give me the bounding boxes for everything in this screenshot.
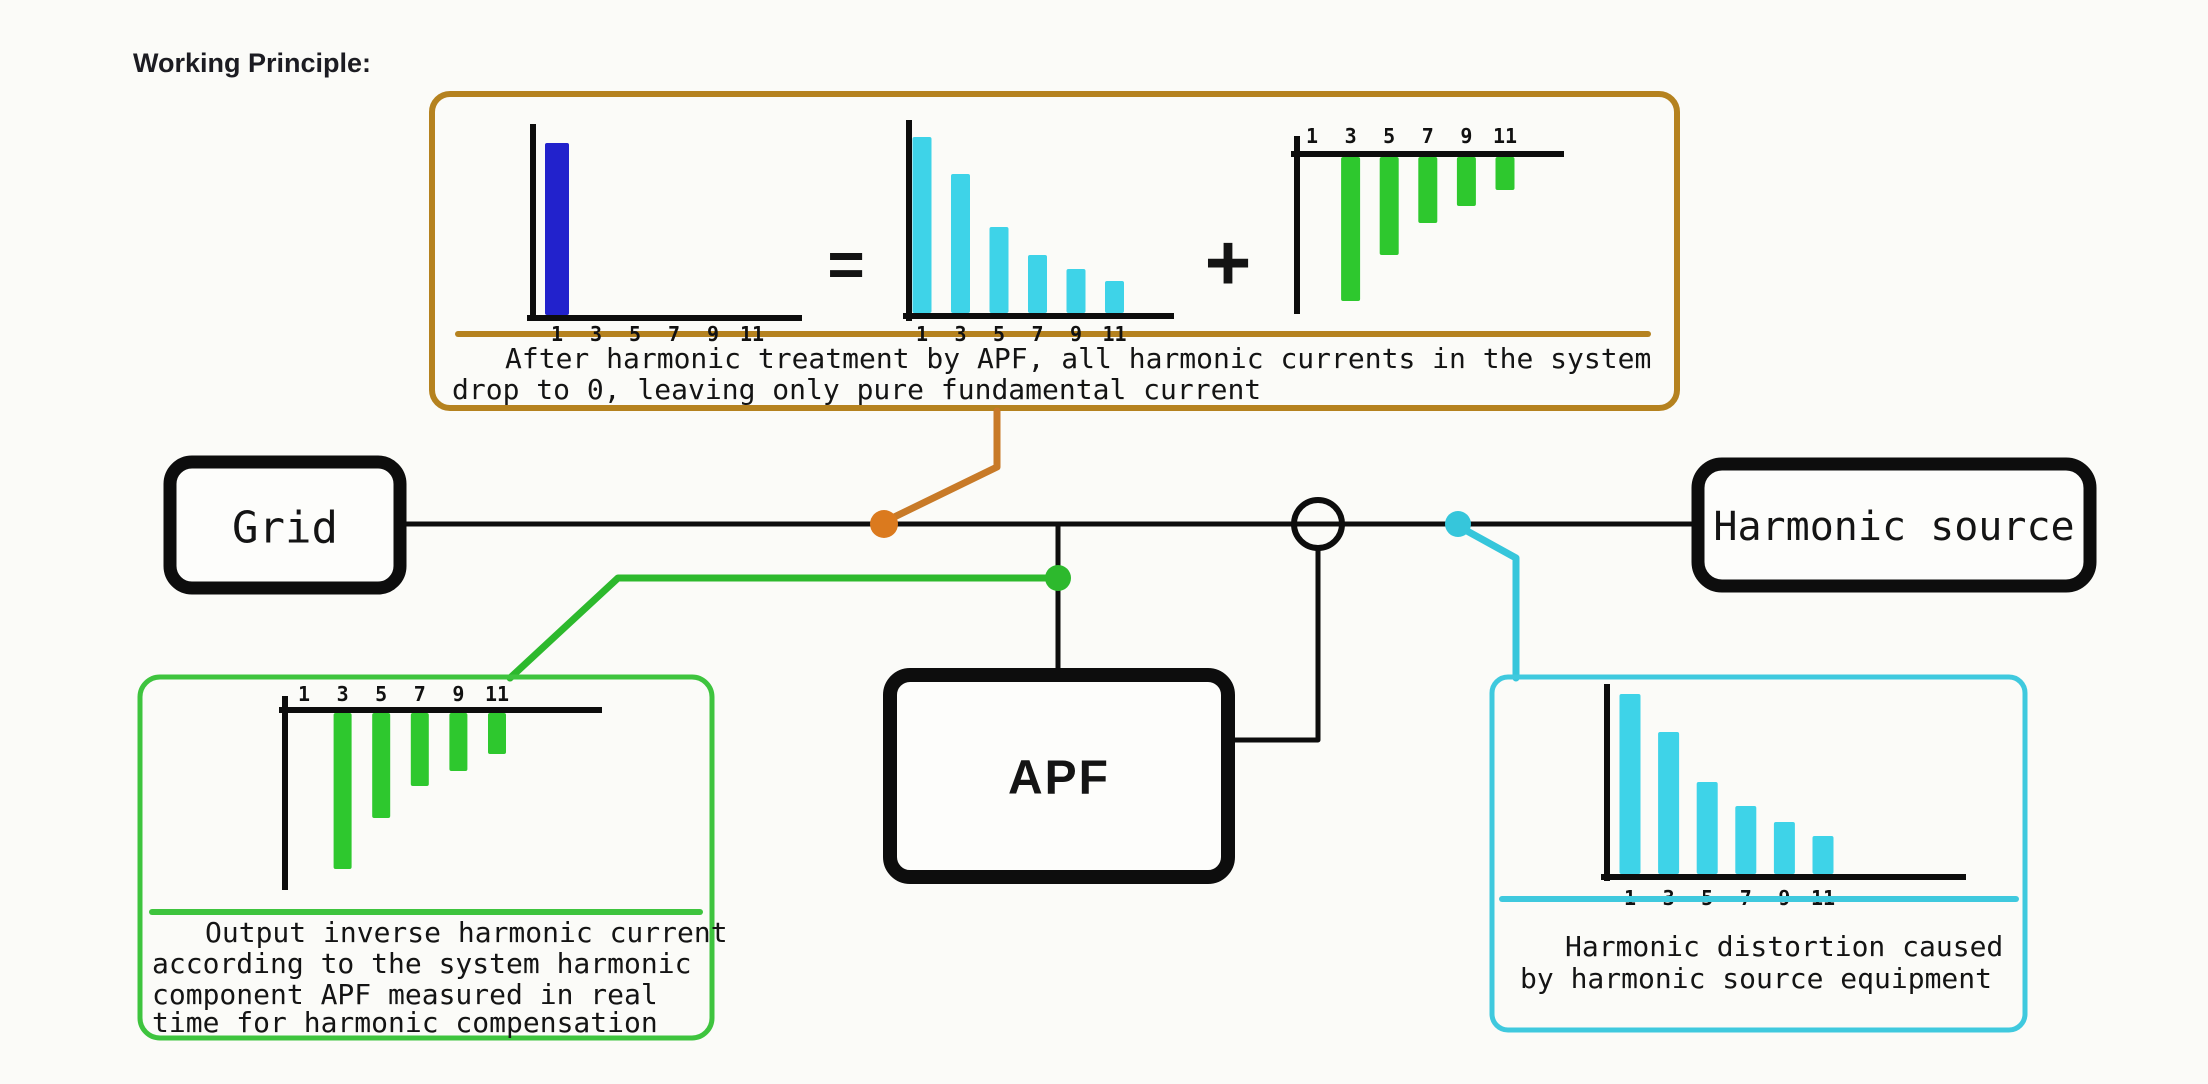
result-panel-connector [880, 407, 1001, 526]
harmonic-bar-1 [545, 143, 569, 315]
source-panel [1489, 674, 2028, 1033]
tick-label: 3 [337, 682, 349, 706]
tick-label: 11 [740, 322, 764, 346]
source-caption-line2: by harmonic source equipment [1520, 962, 1992, 995]
tick-label: 9 [1070, 322, 1082, 346]
harmonic-bar-11 [1495, 157, 1515, 190]
harmonic-bar-3 [951, 174, 970, 313]
tick-label: 9 [707, 322, 719, 346]
tick-label: 5 [629, 322, 641, 346]
harmonic-bar-5 [989, 227, 1009, 313]
tick-label: 7 [414, 682, 426, 706]
source-panel-connector [1454, 522, 1520, 682]
harmonic-bar-3 [1658, 732, 1680, 874]
apf-tap-dot [1045, 565, 1071, 591]
page-title: Working Principle: [133, 48, 371, 78]
harmonic-bar-9 [1773, 822, 1795, 874]
transformer-to-apf-line [1230, 548, 1321, 743]
harmonic-bar-7 [1028, 255, 1047, 313]
result-tap-dot [870, 510, 898, 538]
tick-label: 5 [375, 682, 387, 706]
harmonic-bar-3 [1341, 157, 1361, 301]
result-caption-line1: After harmonic treatment by APF, all har… [505, 342, 1651, 375]
tick-label: 11 [485, 682, 509, 706]
harmonic-bar-11 [488, 713, 506, 754]
apf-output-caption-line4: time for harmonic compensation [152, 1006, 658, 1039]
source-caption-line1: Harmonic distortion caused [1565, 930, 2003, 963]
apf-node-label: APF [1008, 752, 1110, 805]
apf-inverse-chart: 1 3 5 7 9 11 [1291, 124, 1564, 314]
tick-label: 1 [551, 322, 563, 346]
harmonic-bar-5 [1696, 782, 1718, 874]
tick-label: 9 [452, 682, 464, 706]
tick-label: 3 [954, 322, 966, 346]
tick-label: 3 [590, 322, 602, 346]
fundamental-chart: 1 3 5 7 9 11 [527, 124, 802, 346]
apf-inverse-chart-bars: 1 3 5 7 9 11 [1306, 124, 1517, 301]
apf-output-caption-line2: according to the system harmonic [152, 947, 691, 980]
tick-label: 9 [1460, 124, 1472, 148]
tick-label: 7 [1031, 322, 1043, 346]
harmonic-bar-7 [410, 713, 429, 786]
result-caption-line2: drop to 0, leaving only pure fundamental… [452, 373, 1261, 406]
harmonic-bar-5 [1379, 157, 1399, 255]
harmonic-bar-9 [1066, 269, 1086, 313]
tick-label: 1 [298, 682, 310, 706]
apf-output-chart-bars: 1 3 5 7 9 11 [298, 682, 509, 869]
grid-node [163, 455, 407, 595]
harmonic-bar-3 [333, 713, 352, 869]
apf-output-panel-connector [506, 574, 1056, 682]
tick-label: 1 [916, 322, 928, 346]
tick-label: 5 [1383, 124, 1395, 148]
tick-label: 7 [668, 322, 680, 346]
tick-label: 5 [993, 322, 1005, 346]
tick-label: 3 [1345, 124, 1357, 148]
apf-output-caption-line1: Output inverse harmonic current [205, 916, 728, 949]
apf-output-chart: 1 3 5 7 9 11 [279, 682, 602, 890]
tick-label: 11 [1102, 322, 1126, 346]
harmonic-source-node-label: Harmonic source [1713, 504, 2074, 550]
harmonic-bar-7 [1418, 157, 1438, 223]
harmonic-source-node [1691, 457, 2097, 593]
harmonic-bar-11 [1812, 836, 1834, 874]
grid-node-label: Grid [232, 503, 338, 554]
apf-output-panel [137, 674, 715, 1041]
tick-label: 11 [1493, 124, 1517, 148]
system-distorted-chart: 1 3 5 7 9 11 [903, 120, 1174, 346]
harmonic-bar-1 [912, 137, 932, 313]
harmonic-bar-7 [1735, 806, 1757, 874]
apf-output-caption-line3: component APF measured in real [152, 978, 658, 1011]
source-tap-dot [1445, 511, 1471, 537]
tick-label: 7 [1422, 124, 1434, 148]
fundamental-chart-bars: 1 3 5 7 9 11 [545, 143, 764, 346]
harmonic-bar-11 [1105, 281, 1124, 313]
system-distorted-chart-bars: 1 3 5 7 9 11 [912, 137, 1127, 346]
tick-label: 1 [1306, 124, 1318, 148]
apf-node [883, 668, 1235, 884]
plus-operator: + [1205, 218, 1252, 307]
harmonic-bar-1 [1619, 694, 1641, 874]
harmonic-bar-5 [372, 713, 391, 818]
harmonic-bar-9 [449, 713, 468, 771]
harmonic-bar-9 [1456, 157, 1476, 206]
result-panel [429, 91, 1680, 411]
equals-operator: = [827, 228, 864, 300]
